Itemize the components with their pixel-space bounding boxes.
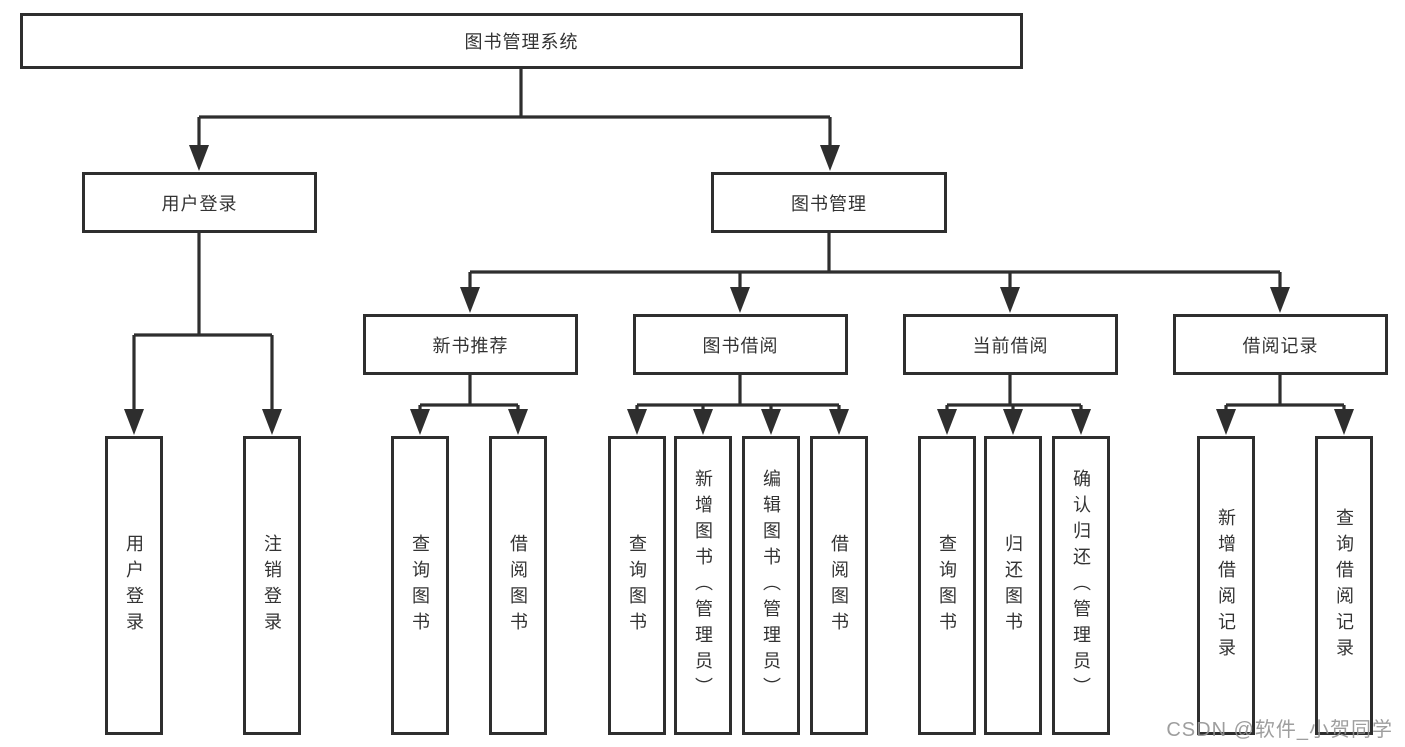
node-label: 查询借阅记录 — [1334, 507, 1354, 664]
connector-new-book-to-leaves — [410, 375, 528, 435]
connector-book-management-to-level3 — [460, 233, 1290, 313]
arrowhead-down-icon — [1003, 409, 1023, 435]
node-leaf-query-books: 查询图书 — [608, 436, 666, 735]
node-leaf-query-books: 查询图书 — [391, 436, 449, 735]
arrowhead-down-icon — [1000, 287, 1020, 313]
node-leaf-add-books-admin: 新增图书（管理员） — [674, 436, 732, 735]
node-book-borrow: 图书借阅 — [633, 314, 848, 375]
node-leaf-edit-books-admin: 编辑图书（管理员） — [742, 436, 800, 735]
arrowhead-down-icon — [262, 409, 282, 435]
node-leaf-confirm-return-admin: 确认归还（管理员） — [1052, 436, 1110, 735]
node-label: 图书管理 — [791, 193, 867, 214]
node-leaf-add-borrow-record: 新增借阅记录 — [1197, 436, 1255, 735]
node-leaf-query-borrow-record: 查询借阅记录 — [1315, 436, 1373, 735]
node-label: 借阅记录 — [1242, 335, 1319, 356]
node-book-management: 图书管理 — [711, 172, 947, 233]
node-label: 确认归还（管理员） — [1071, 468, 1091, 703]
node-leaf-borrow-books: 借阅图书 — [489, 436, 547, 735]
arrowhead-down-icon — [1071, 409, 1091, 435]
node-label: 当前借阅 — [972, 335, 1049, 356]
node-root-system: 图书管理系统 — [20, 13, 1023, 69]
node-label: 查询图书 — [627, 533, 647, 638]
node-leaf-user-login: 用户登录 — [105, 436, 163, 735]
node-label: 图书借阅 — [702, 335, 779, 356]
node-label: 借阅图书 — [508, 533, 528, 638]
node-current-borrow: 当前借阅 — [903, 314, 1118, 375]
arrowhead-down-icon — [829, 409, 849, 435]
arrowhead-down-icon — [730, 287, 750, 313]
node-label: 图书管理系统 — [464, 32, 579, 52]
arrowhead-down-icon — [508, 409, 528, 435]
connector-borrow-records-to-leaves — [1216, 375, 1354, 435]
arrowhead-down-icon — [1216, 409, 1236, 435]
arrowhead-down-icon — [937, 409, 957, 435]
node-leaf-logout: 注销登录 — [243, 436, 301, 735]
connector-user-login-to-leaves — [124, 233, 282, 435]
connector-current-borrow-to-leaves — [937, 375, 1091, 435]
node-borrow-records: 借阅记录 — [1173, 314, 1388, 375]
node-label: 新书推荐 — [432, 335, 509, 356]
node-leaf-query-books: 查询图书 — [918, 436, 976, 735]
arrowhead-down-icon — [460, 287, 480, 313]
node-new-book-recommend: 新书推荐 — [363, 314, 578, 375]
node-label: 归还图书 — [1003, 533, 1023, 638]
node-leaf-borrow-books: 借阅图书 — [810, 436, 868, 735]
node-label: 新增借阅记录 — [1216, 507, 1236, 664]
node-label: 注销登录 — [262, 533, 282, 638]
node-user-login: 用户登录 — [82, 172, 317, 233]
connector-book-borrow-to-leaves — [627, 375, 849, 435]
arrowhead-down-icon — [410, 409, 430, 435]
node-label: 借阅图书 — [829, 533, 849, 638]
arrowhead-down-icon — [1270, 287, 1290, 313]
node-label: 查询图书 — [937, 533, 957, 638]
node-label: 用户登录 — [124, 533, 144, 638]
arrowhead-down-icon — [1334, 409, 1354, 435]
node-leaf-return-books: 归还图书 — [984, 436, 1042, 735]
arrowhead-down-icon — [820, 145, 840, 171]
arrowhead-down-icon — [693, 409, 713, 435]
node-label: 查询图书 — [410, 533, 430, 638]
connector-root-to-level2 — [189, 69, 840, 171]
node-label: 新增图书（管理员） — [693, 468, 713, 703]
arrowhead-down-icon — [627, 409, 647, 435]
arrowhead-down-icon — [761, 409, 781, 435]
arrowhead-down-icon — [189, 145, 209, 171]
node-label: 用户登录 — [161, 193, 238, 214]
node-label: 编辑图书（管理员） — [761, 468, 781, 703]
arrowhead-down-icon — [124, 409, 144, 435]
